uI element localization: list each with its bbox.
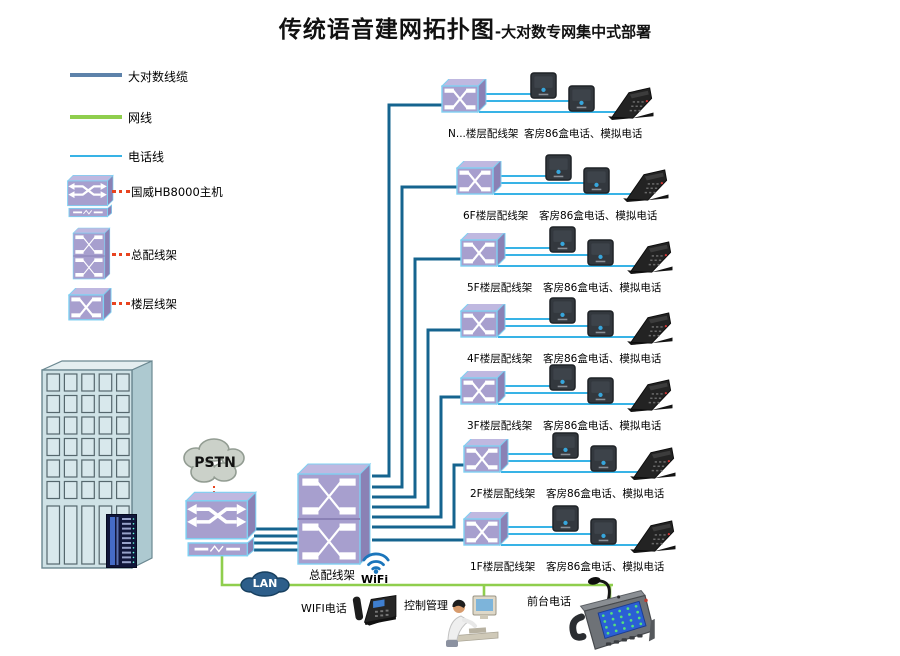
operator-computer-icon [446,595,499,647]
server-rack-photo-icon [106,514,137,568]
trunk-cable-floor-0 [372,103,442,478]
hb8000-host-icon [184,491,258,557]
floor-frame-icon [441,79,487,113]
legend-dotted-link [112,302,130,305]
wall-socket-86-icon [549,364,576,391]
floor-frame-icon [68,288,112,321]
trunk-cable-floor-1 [372,185,457,489]
wifi-phone-label: WIFI电话 [301,602,347,615]
room-phone-icon [627,379,673,413]
floor-frame-label: 6F楼层配线架 [463,210,529,222]
floor-frame-icon [460,233,506,267]
wall-socket-86-icon [590,445,617,472]
room-phone-icon [630,447,676,481]
room-devices-label: 客房86盒电话、模拟电话 [543,420,662,432]
trunk-cable-floor-5 [372,463,464,529]
title-sub: -大对数专网集中式部署 [494,23,652,41]
wifi-icon [362,552,390,574]
wall-socket-86-icon [590,518,617,545]
wall-socket-86-icon [549,297,576,324]
front-desk-phone-icon [569,576,655,650]
trunk-cable-floor-3 [372,328,461,509]
trunk-cable-floor-4 [372,395,461,519]
main-frame-label: 总配线架 [309,568,355,582]
room-devices-label: 客房86盒电话、模拟电话 [524,128,643,140]
wall-socket-86-icon [530,72,557,99]
title-main: 传统语音建网拓扑图 [278,17,495,43]
floor-frame-icon [463,439,509,473]
wall-socket-86-icon [587,239,614,266]
wall-socket-86-icon [587,310,614,337]
legend-trunk-label: 大对数线缆 [128,70,189,84]
legend-phone-label: 电话线 [128,150,165,164]
room-phone-icon [623,169,669,203]
legend-floor-label: 楼层线架 [131,297,177,311]
legend-lan-line-swatch [70,115,122,119]
trunk-cable-floor-2 [372,257,461,499]
room-devices-label: 客房86盒电话、模拟电话 [546,561,665,573]
floor-frame-icon [460,304,506,338]
distribution-rack-icon [72,227,111,280]
room-devices-label: 客房86盒电话、模拟电话 [546,488,665,500]
wall-socket-86-icon [552,505,579,532]
legend-dotted-link [112,190,130,193]
legend-phone-line-swatch [70,155,122,157]
room-devices-label: 客房86盒电话、模拟电话 [539,210,658,222]
floor-frame-label: 1F楼层配线架 [470,561,536,573]
floor-frame-label: 3F楼层配线架 [467,420,533,432]
floor-frame-icon [460,371,506,405]
floor-frame-icon [463,512,509,546]
wall-socket-86-icon [568,85,595,112]
room-phone-icon [627,312,673,346]
wall-socket-86-icon [583,167,610,194]
pstn-label: PSTN [194,455,236,471]
lan-cloud-icon: LAN [240,571,290,597]
floor-frame-label: 4F楼层配线架 [467,353,533,365]
room-phone-icon [630,520,676,554]
room-phone-icon [608,87,654,121]
legend-dotted-link [112,253,130,256]
room-phone-icon [627,241,673,275]
legend-lan-label: 网线 [128,111,153,125]
room-devices-label: 客房86盒电话、模拟电话 [543,282,662,294]
lan-label: LAN [253,577,278,590]
main-distribution-frame-icon [296,462,372,566]
wall-socket-86-icon [552,432,579,459]
front-desk-phone-label: 前台电话 [527,595,571,608]
wall-socket-86-icon [587,377,614,404]
pstn-cloud-icon: PSTN [183,438,245,483]
legend-host-label: 国威HB8000主机 [131,185,223,199]
trunk-cable-floor-6 [372,536,472,542]
wifi-desk-phone-icon [352,595,397,626]
floor-frame-label: 2F楼层配线架 [470,488,536,500]
host-switch-icon [66,174,114,218]
floor-frame-label: N...楼层配线架 [448,128,519,140]
wall-socket-86-icon [549,226,576,253]
wall-socket-86-icon [545,154,572,181]
floor-frame-icon [456,161,502,195]
wifi-label: WiFi [361,573,389,586]
control-label: 控制管理 [404,599,448,612]
page-title: 传统语音建网拓扑图-大对数专网集中式部署 [0,10,900,44]
floor-frame-label: 5F楼层配线架 [467,282,533,294]
legend-rack-label: 总配线架 [131,248,177,262]
legend-trunk-line-swatch [70,73,122,77]
room-devices-label: 客房86盒电话、模拟电话 [543,353,662,365]
